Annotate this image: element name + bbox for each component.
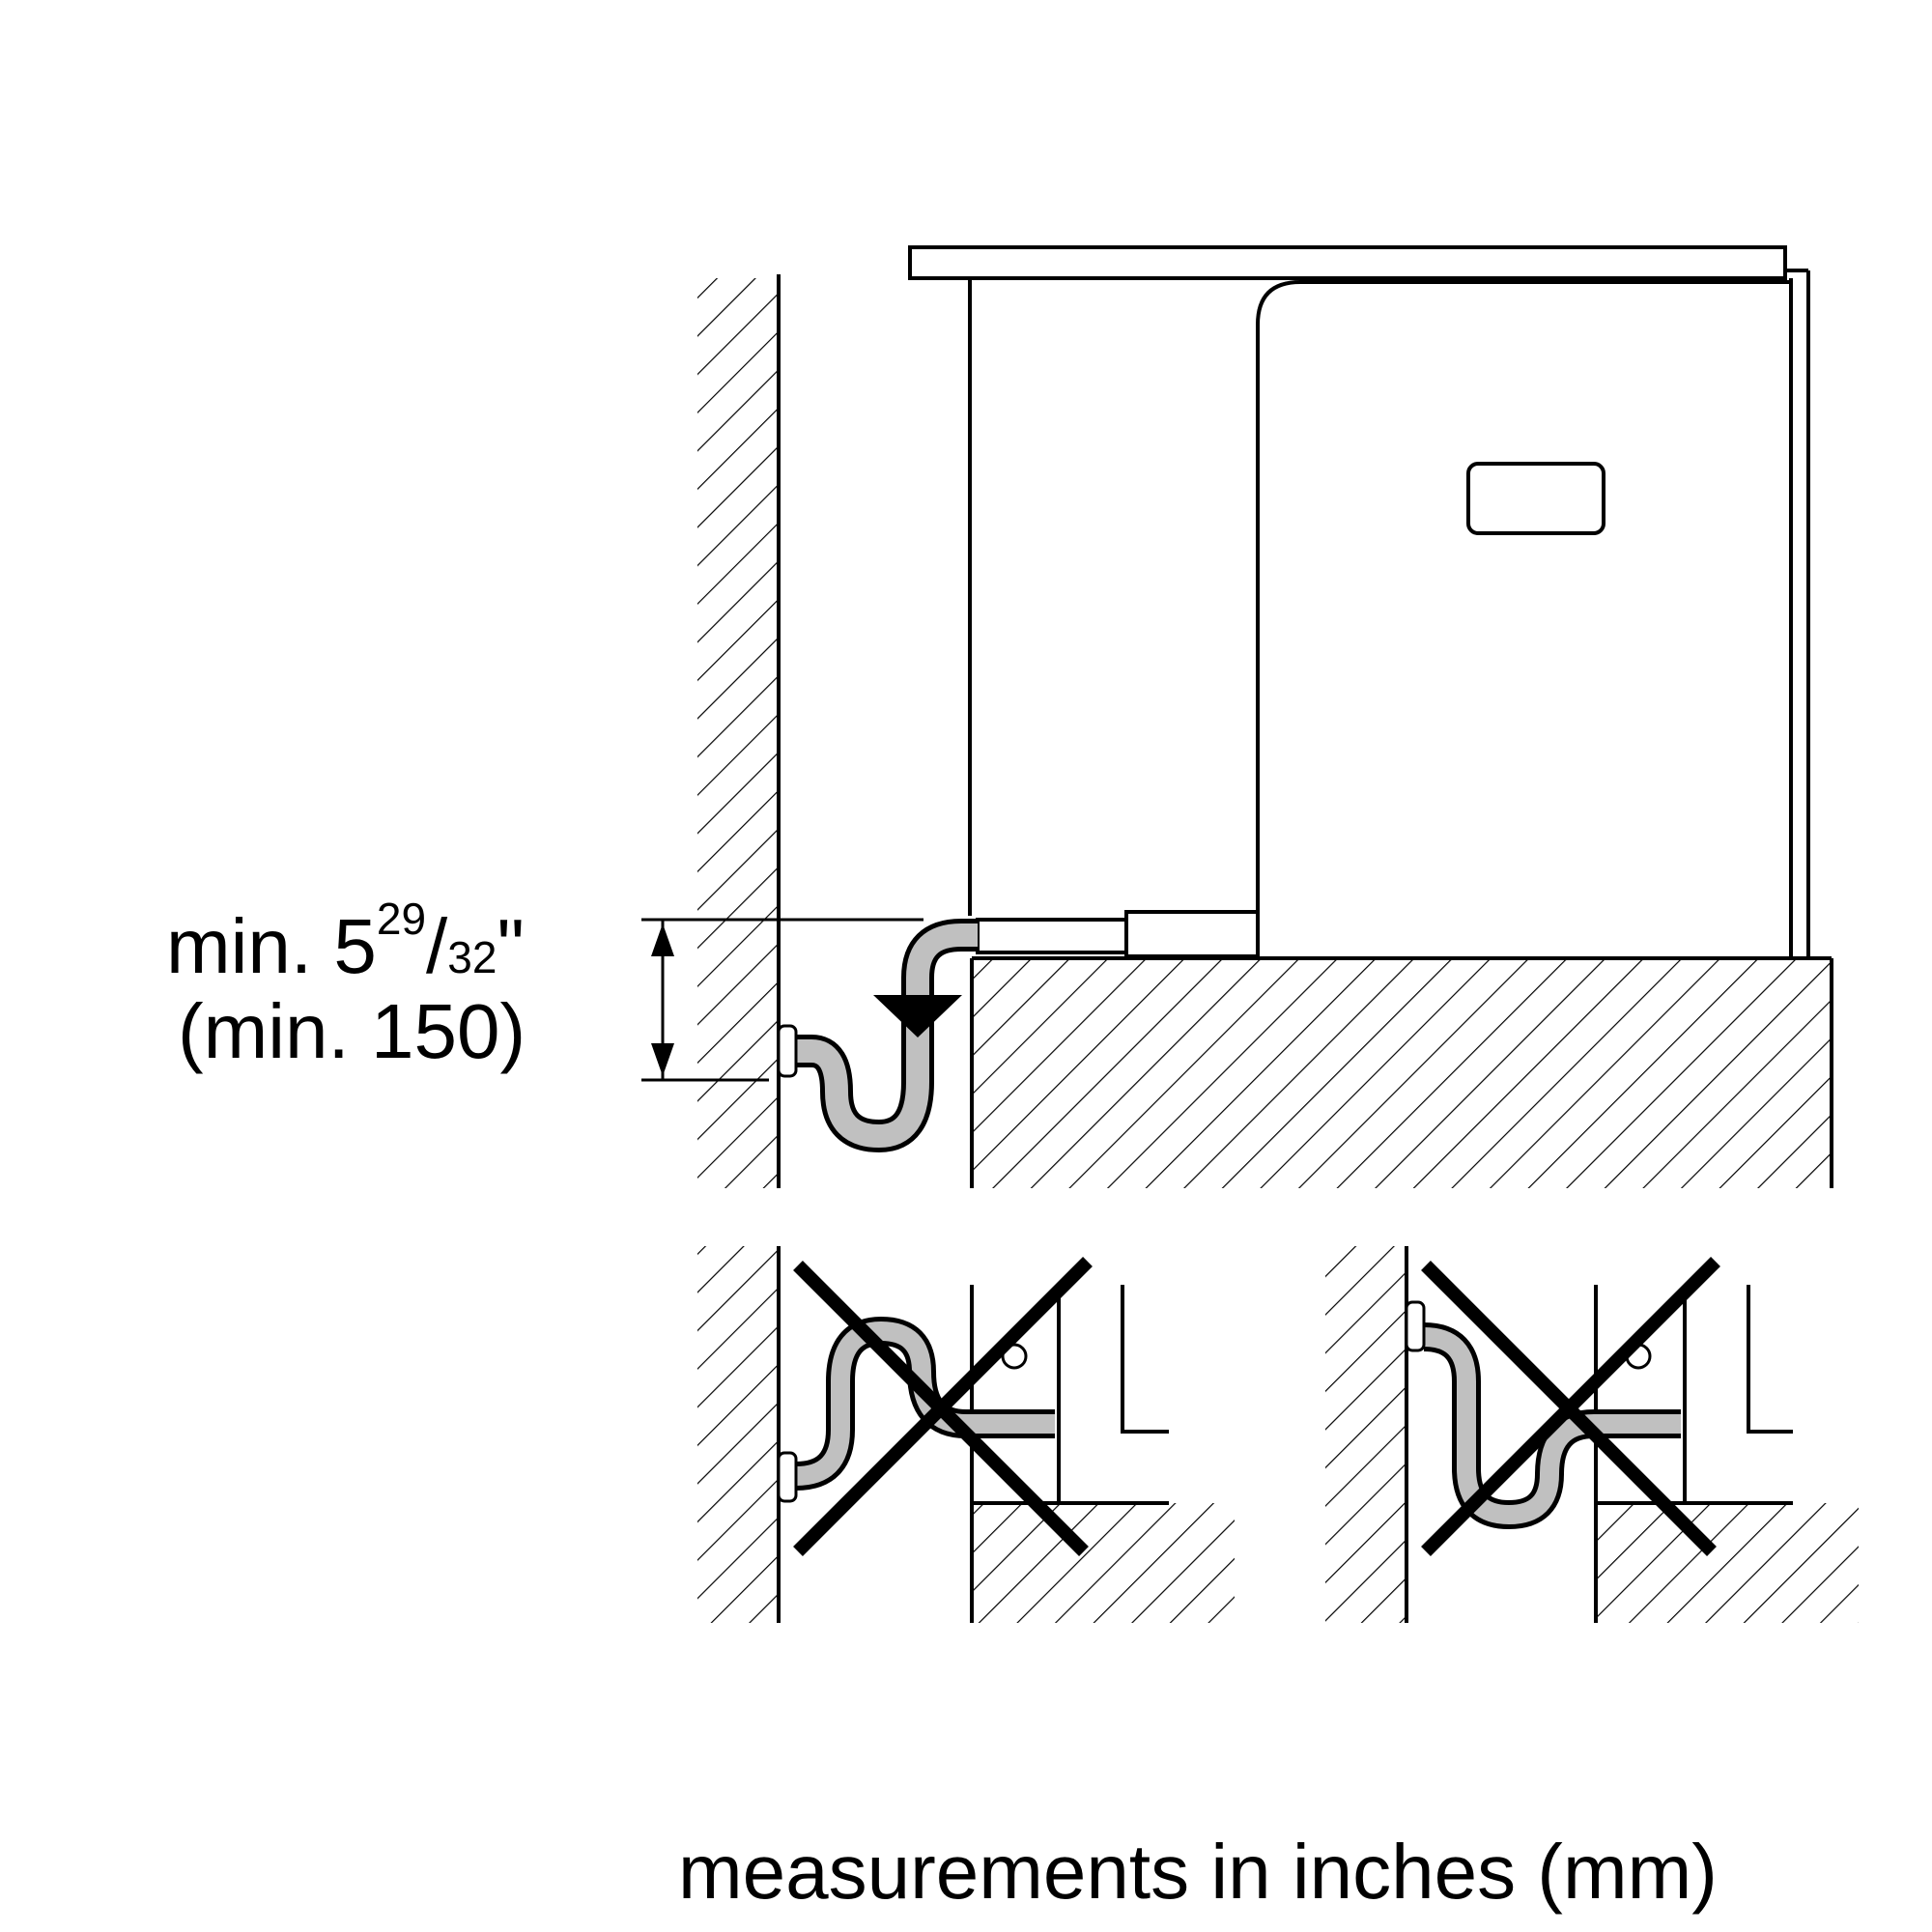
hose-clip-icon [1001, 1343, 1028, 1370]
countertop [908, 245, 1787, 280]
drain-hose [784, 919, 978, 1152]
drain-hose-fill [1423, 1327, 1681, 1525]
floor-hatch [1596, 1503, 1859, 1623]
dimension-denominator: 32 [447, 932, 497, 982]
incorrect-example-1 [697, 1246, 1235, 1623]
dimension-label-inches: min. 529/32" [166, 894, 525, 989]
dimension-label-mm: (min. 150) [178, 988, 526, 1074]
main-view [641, 245, 1833, 1188]
double-arrow-icon [651, 923, 674, 1076]
appliance-door [1256, 280, 1791, 958]
dimension-prefix: min. 5 [166, 903, 377, 989]
wall-hatch [697, 278, 779, 1188]
cross-mark-icon [1421, 1257, 1720, 1556]
drain-outlet-stub [976, 918, 1128, 954]
arrow-down-icon [873, 995, 962, 1037]
door-edge [1121, 1285, 1169, 1434]
wall-drain-connector [777, 1451, 798, 1503]
wall-hatch [697, 1246, 779, 1623]
door-handle-icon [1466, 462, 1605, 535]
dimension-numerator: 29 [376, 894, 427, 944]
measurement-units-caption: measurements in inches (mm) [678, 1829, 1718, 1915]
cross-mark-icon [793, 1257, 1093, 1556]
floor-hatch [972, 958, 1832, 1188]
incorrect-example-2 [1325, 1246, 1859, 1623]
wall-hatch [1325, 1246, 1406, 1623]
drain-hose-fill [784, 923, 978, 1148]
door-edge [1747, 1285, 1793, 1434]
wall-drain-connector [777, 1024, 798, 1078]
floor-hatch [972, 1503, 1235, 1623]
wall-drain-connector [1405, 1300, 1426, 1352]
dimension-inch-mark: " [497, 903, 525, 989]
appliance-base-foot [1124, 910, 1260, 958]
